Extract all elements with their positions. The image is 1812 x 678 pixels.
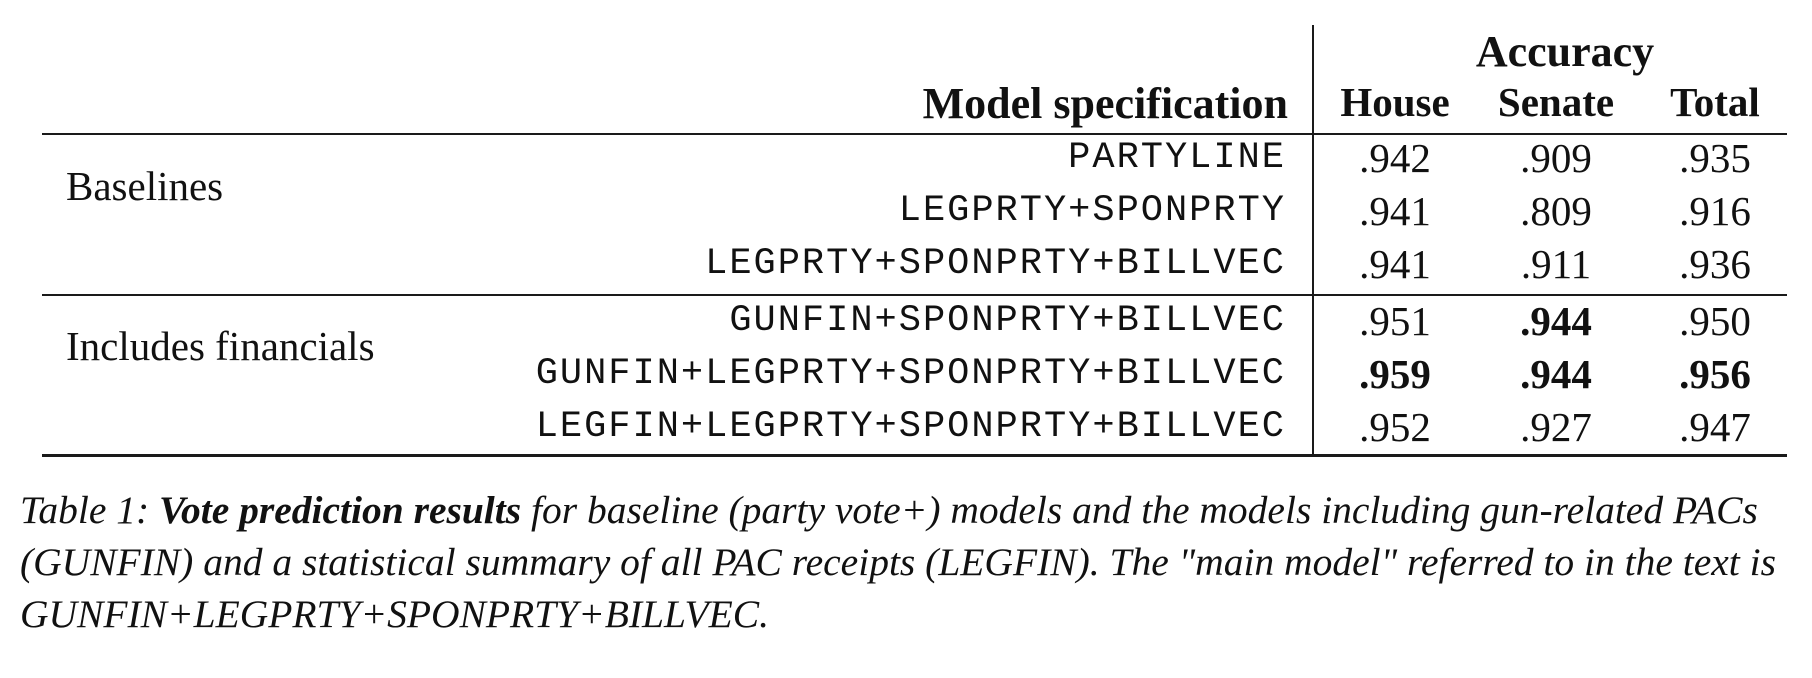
senate-value: .909 <box>1520 135 1592 181</box>
model-spec-header: Model specification <box>922 79 1288 128</box>
total-value: .947 <box>1679 404 1751 450</box>
group-label-baselines: Baselines <box>66 163 224 209</box>
senate-value: .809 <box>1520 188 1592 234</box>
column-divider <box>1312 25 1314 456</box>
senate-value: .944 <box>1520 351 1592 397</box>
table-caption: Table 1: Vote prediction results for bas… <box>20 484 1795 640</box>
group-rule <box>42 294 1787 296</box>
accuracy-header: Accuracy <box>1475 27 1655 76</box>
total-value: .950 <box>1679 298 1751 344</box>
model-spec: GUNFIN+SPONPRTY+BILLVEC <box>729 300 1286 342</box>
total-value: .956 <box>1679 351 1751 397</box>
model-spec: PARTYLINE <box>1068 137 1286 179</box>
bottom-rule <box>42 454 1787 457</box>
house-header: House <box>1340 79 1450 125</box>
group-label-financials: Includes financials <box>66 323 375 369</box>
caption-title: Vote prediction results <box>159 488 522 532</box>
house-value: .959 <box>1359 351 1431 397</box>
total-value: .936 <box>1679 241 1751 287</box>
results-table: Accuracy Model specification House Senat… <box>42 25 1787 457</box>
caption-body: for baseline (party vote+) models and th… <box>20 488 1776 636</box>
senate-header: Senate <box>1497 79 1615 125</box>
house-value: .942 <box>1359 135 1431 181</box>
house-value: .941 <box>1359 241 1431 287</box>
total-header: Total <box>1670 79 1760 125</box>
model-spec: LEGPRTY+SPONPRTY+BILLVEC <box>705 243 1286 285</box>
senate-value: .944 <box>1520 298 1592 344</box>
senate-value: .927 <box>1520 404 1592 450</box>
senate-value: .911 <box>1520 241 1592 287</box>
model-spec: LEGPRTY+SPONPRTY <box>898 190 1286 232</box>
model-spec: GUNFIN+LEGPRTY+SPONPRTY+BILLVEC <box>535 353 1286 395</box>
house-value: .941 <box>1359 188 1431 234</box>
header-rule <box>42 133 1787 135</box>
total-value: .916 <box>1679 188 1751 234</box>
house-value: .952 <box>1359 404 1431 450</box>
house-value: .951 <box>1359 298 1431 344</box>
model-spec: LEGFIN+LEGPRTY+SPONPRTY+BILLVEC <box>535 406 1286 448</box>
total-value: .935 <box>1679 135 1751 181</box>
caption-prefix: Table 1: <box>20 488 160 532</box>
